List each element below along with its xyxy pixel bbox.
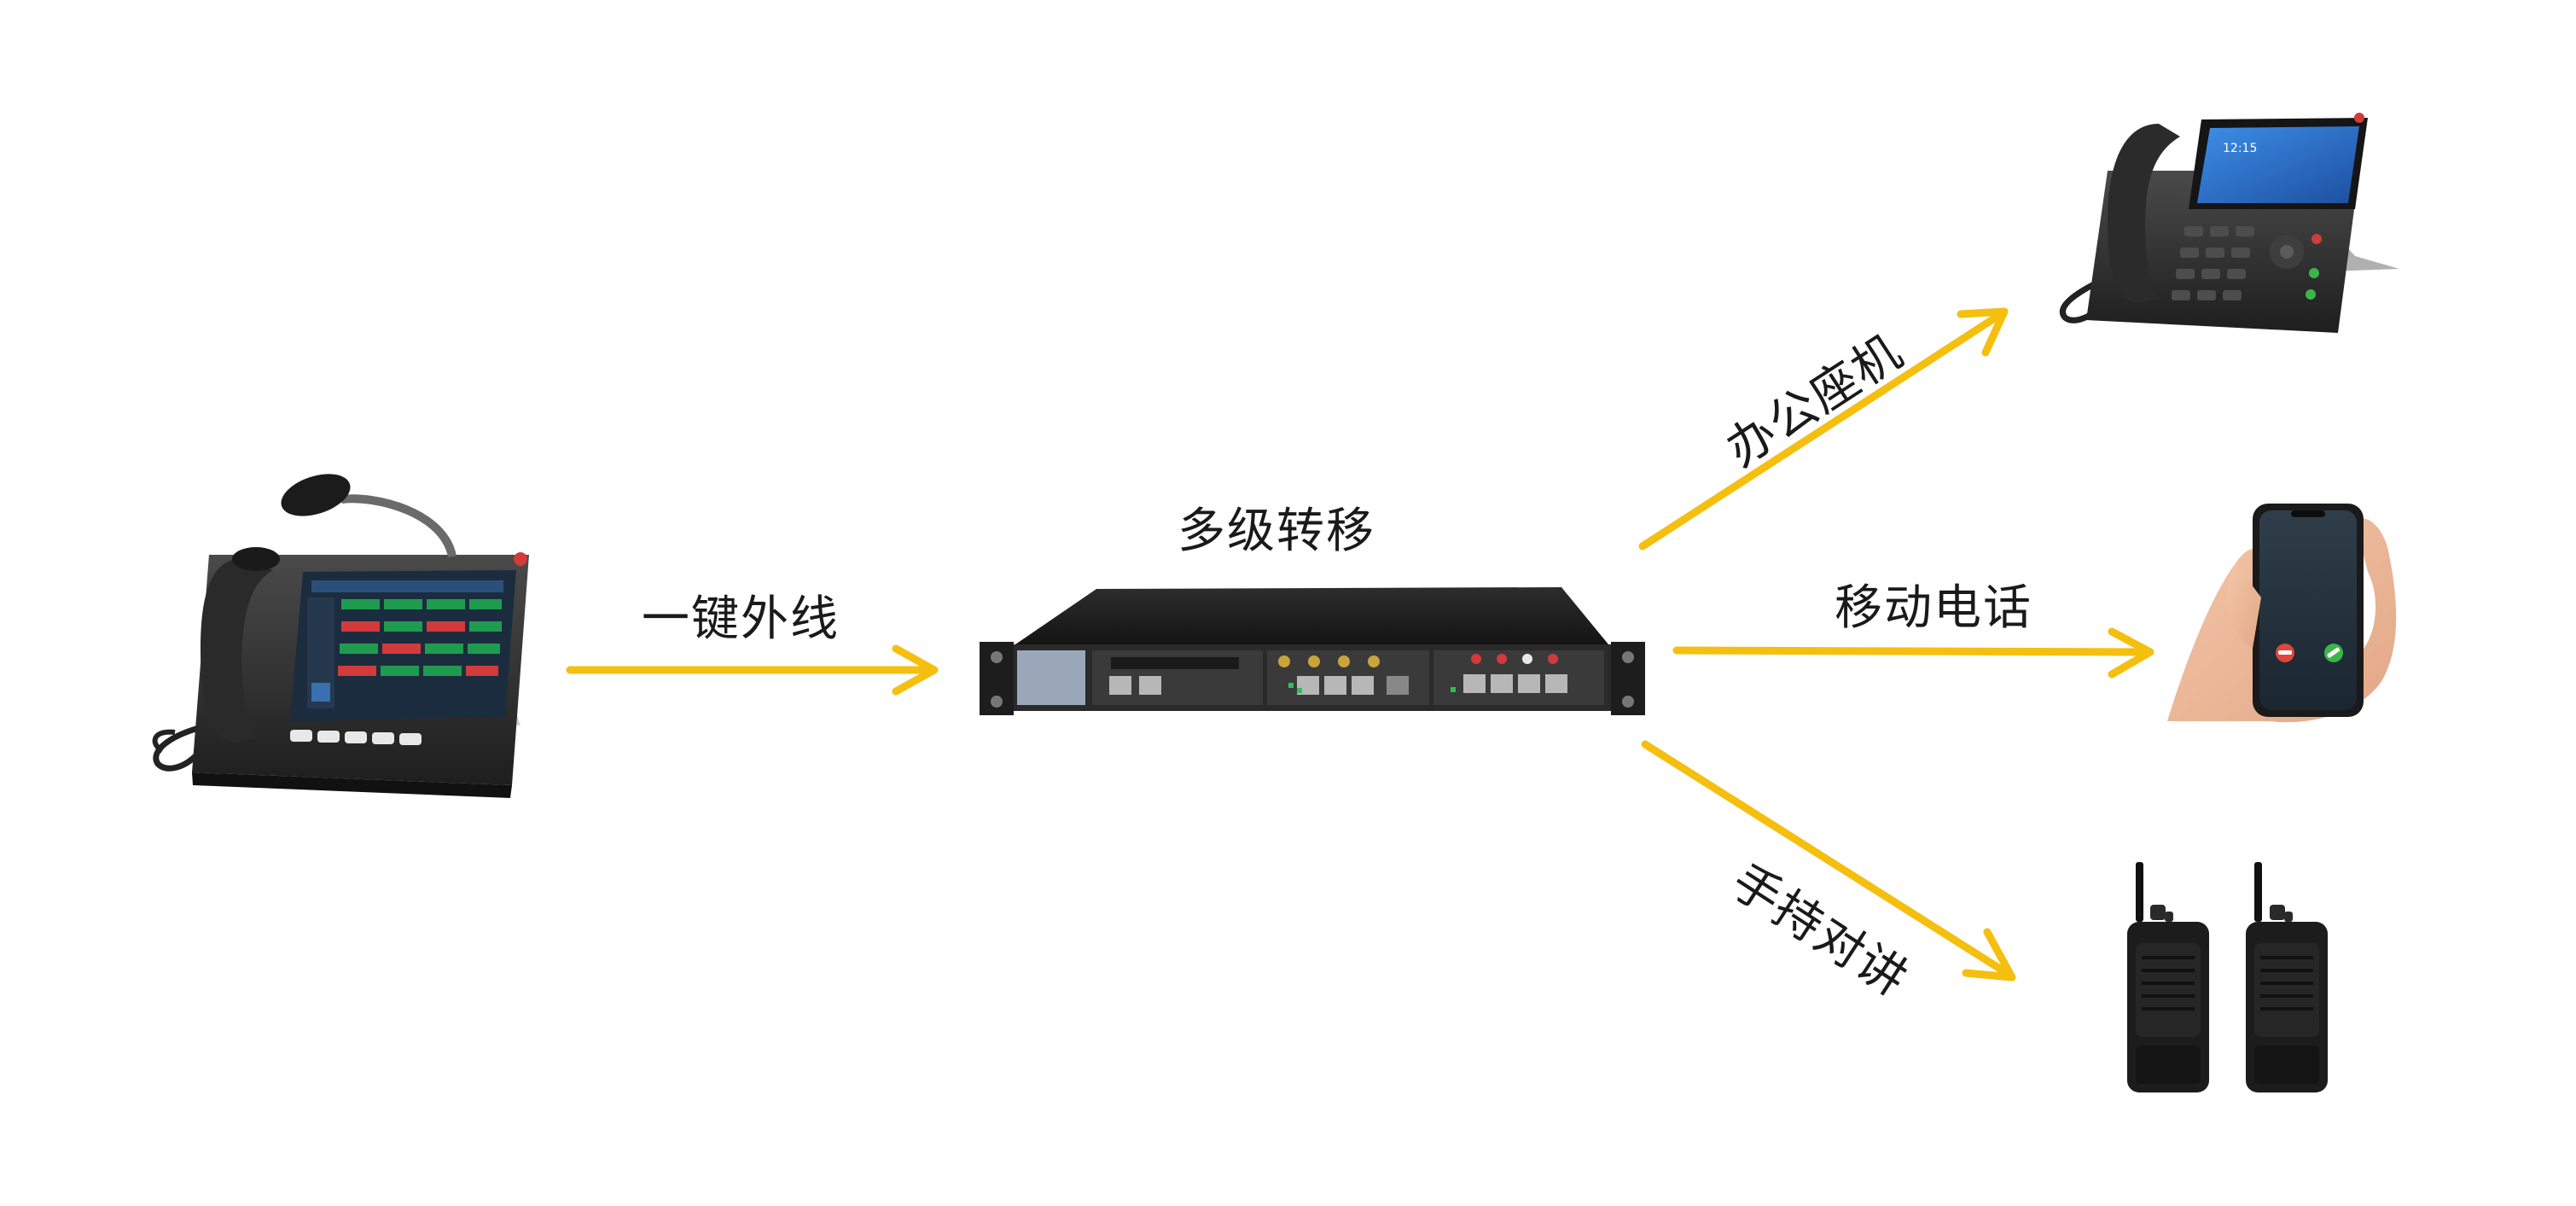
desk-screen-time: 12:15 (2223, 142, 2257, 155)
mobile-phone-in-hand (2167, 504, 2397, 723)
rack-leds (1278, 654, 1558, 693)
console-screen-grid (307, 580, 503, 708)
arrow-switch-to-handheld-radio (1641, 740, 2016, 982)
label-one-key-outline: 一键外线 (642, 591, 840, 647)
radio-speaker-grille-right (2260, 956, 2313, 1011)
radio-speaker-grille-left (2142, 956, 2195, 1011)
label-multi-level-transfer: 多级转移 (1178, 504, 1375, 559)
dispatch-console-phone (152, 474, 529, 798)
arrow-switch-to-mobile-phone (1672, 627, 2154, 679)
console-soft-keys (290, 730, 422, 745)
office-desk-phone: 12:15 (2060, 113, 2399, 333)
phone-hangup-icon (2276, 644, 2294, 662)
handheld-radio-right (2246, 862, 2328, 1092)
rack-switch-device (980, 587, 1645, 715)
handheld-radio-left (2127, 862, 2209, 1092)
phone-answer-icon (2324, 644, 2343, 662)
arrow-switch-to-office-phone (1638, 307, 2009, 551)
desk-keypad (2172, 226, 2322, 300)
arrow-dispatch-to-switch (566, 644, 939, 696)
label-mobile-phone: 移动电话 (1835, 580, 2032, 636)
rack-ports (1109, 657, 1567, 695)
